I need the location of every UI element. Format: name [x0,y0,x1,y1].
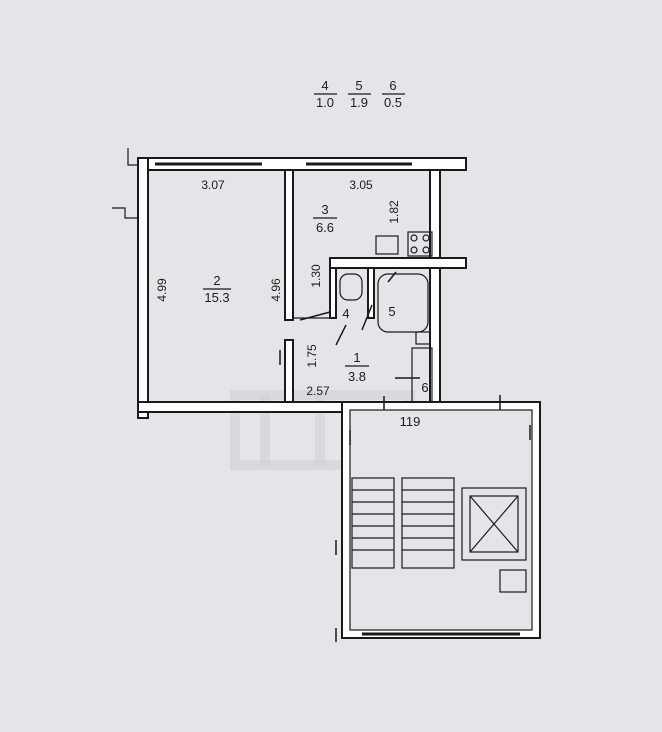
flight [401,477,455,569]
legend-area-5: 1.9 [350,95,368,110]
room-4-number: 4 [342,306,349,321]
dim-kitchen-width: 3.05 [349,178,373,192]
ticks [279,271,420,379]
kitchen-bath-wall [329,257,467,269]
apartment-walls [112,148,467,419]
shaft [461,487,527,561]
flight [351,477,395,569]
tick [299,311,331,321]
room-3-area: 6.6 [316,220,334,235]
stairwell-number: 119 [400,414,421,429]
stairwell-floor [349,409,533,631]
stairwell [335,395,541,642]
tick [387,271,397,283]
kitchen-sink-icon [375,235,399,255]
stair-niche [499,569,527,593]
stairs-left [351,477,395,569]
dimension-labels: 3.07 3.05 1.82 4.99 4.96 1.30 1.75 2.57 … [155,178,420,429]
room-3-number: 3 [321,202,328,217]
room-5-number: 5 [388,304,395,319]
bath-sink-icon [415,331,431,345]
dim-hall-lower: 1.75 [305,344,319,368]
room-6-number: 6 [421,380,428,395]
cross [469,495,519,553]
burner-icon [410,234,418,242]
dim-room2-width: 3.07 [201,178,225,192]
room-2-number: 2 [213,273,220,288]
room-1-number: 1 [353,350,360,365]
fixtures [339,231,433,345]
legend-area-6: 0.5 [384,95,402,110]
burner-icon [422,246,430,254]
dim-kitchen-depth: 1.82 [387,200,401,224]
room-labels: 2 15.3 3 6.6 1 3.8 4 5 6 [203,202,429,395]
partition-room2-hall [284,339,294,403]
legend-area-4: 1.0 [316,95,334,110]
legend-room-5: 5 [355,78,362,93]
tick [335,324,347,346]
partition-room2-kitchen [284,169,294,321]
toilet-icon [339,273,363,301]
elevator-shaft-icon [461,487,527,561]
stove-icon [407,231,433,257]
dim-room2-right: 4.96 [269,278,283,302]
burner-icon [410,246,418,254]
bathtub-icon [377,273,429,333]
balcony-stub [127,148,138,166]
legend-room-4: 4 [321,78,328,93]
area-legend: 4 1.0 5 1.9 6 0.5 [314,78,405,110]
dim-room2-left: 4.99 [155,278,169,302]
stairs-right [401,477,455,569]
dim-hall-upper: 1.30 [309,264,323,288]
cabin [469,495,519,553]
room-2-area: 15.3 [204,290,229,305]
toilet-left-wall [329,267,337,319]
room-1-area: 3.8 [348,369,366,384]
toilet-bath-wall [367,267,375,319]
legend-room-6: 6 [389,78,396,93]
dim-hall-width: 2.57 [306,384,330,398]
left-wall [137,157,149,419]
burner-icon [422,234,430,242]
wall-step-left [112,207,138,219]
tick [361,304,373,331]
